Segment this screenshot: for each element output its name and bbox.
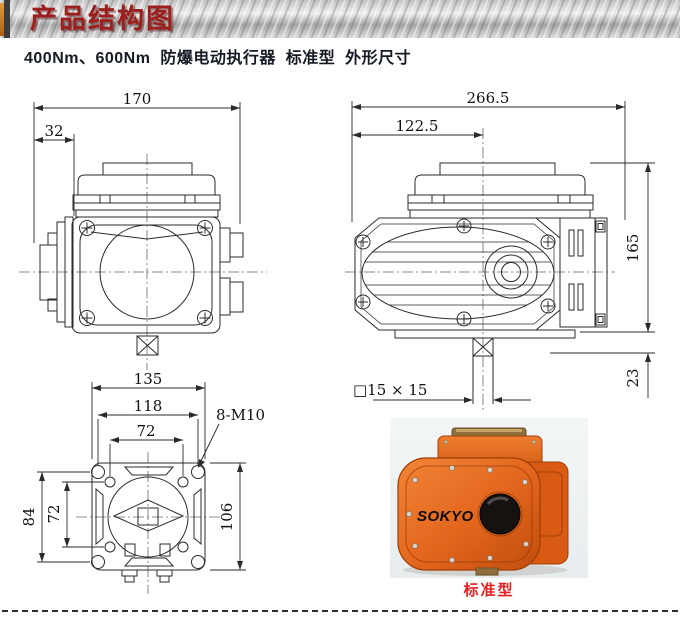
header-accent-bar bbox=[0, 3, 4, 36]
top-screw bbox=[531, 439, 537, 445]
knob-base bbox=[477, 491, 523, 537]
dim-label-shaft-length: 23 bbox=[624, 368, 642, 387]
drawing-subtitle: 400Nm、600Nm 防爆电动执行器 标准型 外形尺寸 bbox=[24, 50, 412, 67]
dim-label-total-depth: 266.5 bbox=[467, 92, 510, 107]
body-face-line bbox=[405, 465, 533, 563]
dim-label-outer-hole-span: 118 bbox=[134, 397, 163, 415]
dim-label-flange-height: 106 bbox=[218, 503, 236, 532]
side-terminal-box bbox=[559, 217, 608, 328]
mounting-reliefs bbox=[95, 466, 202, 567]
side-screws bbox=[355, 218, 556, 327]
top-screw bbox=[443, 439, 449, 445]
header-banner: 产品结构图 bbox=[0, 0, 680, 38]
dim-label-total-height: 165 bbox=[624, 234, 642, 263]
photo-caption: 标准型 bbox=[463, 582, 515, 599]
bottom-view-drawing: 135 118 72 8-M10 84 72 106 bbox=[20, 372, 265, 594]
page-title: 产品结构图 bbox=[30, 4, 175, 34]
side-body-ribs bbox=[362, 241, 554, 306]
bottom-fitting bbox=[475, 567, 499, 576]
bottom-view-geometry bbox=[76, 452, 220, 594]
dim-label-outer-hole-span-v: 84 bbox=[20, 507, 38, 526]
front-dimensions: 170 32 bbox=[33, 92, 241, 243]
side-output-shaft bbox=[472, 337, 494, 404]
dim-label-inner-hole-span-v: 72 bbox=[45, 504, 63, 523]
page-divider bbox=[2, 610, 678, 612]
dim-label-shaft-square: □15 × 15 bbox=[353, 381, 427, 399]
dim-label-inner-hole-span: 72 bbox=[136, 422, 155, 440]
dim-label-side-offset: 32 bbox=[44, 122, 63, 140]
front-corner-screws bbox=[79, 220, 213, 326]
actuator-illustration: SOKYO bbox=[397, 427, 569, 576]
main-body bbox=[397, 457, 541, 571]
side-view-geometry bbox=[345, 128, 615, 410]
dim-label-flange-width: 135 bbox=[134, 372, 163, 388]
front-view-geometry bbox=[19, 154, 267, 370]
brand-logo: SOKYO bbox=[417, 508, 474, 525]
side-dimensions: 266.5 122.5 165 23 □15 × 15 bbox=[351, 92, 655, 403]
dim-label-thread-callout: 8-M10 bbox=[216, 406, 265, 424]
front-handwheel-side bbox=[39, 216, 74, 328]
side-output-boss bbox=[484, 245, 538, 299]
front-output-shaft bbox=[136, 335, 159, 356]
header-dark-strip bbox=[4, 0, 10, 38]
bottom-bolts bbox=[121, 569, 173, 583]
mounting-inner-holes bbox=[104, 476, 189, 553]
front-view-drawing: 170 32 bbox=[19, 92, 267, 370]
dim-label-total-width: 170 bbox=[123, 92, 152, 108]
bottom-dimensions: 135 118 72 8-M10 84 72 106 bbox=[20, 372, 265, 571]
product-photo: SOKYO bbox=[390, 418, 588, 578]
knob-highlight bbox=[486, 496, 509, 506]
mounting-corner-holes bbox=[91, 465, 205, 569]
face-screws bbox=[406, 465, 529, 563]
black-knob bbox=[479, 493, 521, 535]
side-view-drawing: 266.5 122.5 165 23 □15 × 15 bbox=[345, 92, 655, 410]
dim-label-center-offset: 122.5 bbox=[396, 117, 439, 135]
brass-ring-highlight bbox=[456, 429, 522, 432]
front-cable-glands bbox=[219, 227, 244, 316]
